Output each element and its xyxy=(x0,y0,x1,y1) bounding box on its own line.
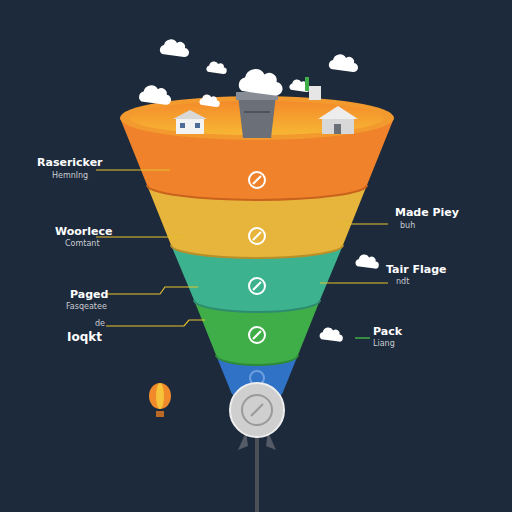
cloud-icon xyxy=(139,85,171,104)
band-icon xyxy=(249,278,265,294)
callout-label: ndt xyxy=(396,278,409,287)
band-icon xyxy=(253,232,261,240)
house-icon xyxy=(180,123,185,128)
callout-label: Liang xyxy=(373,340,395,349)
callout-label: buh xyxy=(400,222,415,231)
band-icon xyxy=(253,282,261,290)
house-icon xyxy=(176,118,204,134)
leader-line xyxy=(107,287,198,294)
leader-line xyxy=(106,320,205,326)
callout-label: Pack xyxy=(373,326,402,338)
sign-icon xyxy=(309,86,321,100)
band-edge xyxy=(216,355,298,365)
cloud-icon xyxy=(206,62,226,74)
band-icon xyxy=(253,176,261,184)
band-edge xyxy=(194,300,320,312)
band-icon xyxy=(249,327,265,343)
callout-label: Made Piey xyxy=(395,207,459,219)
cloud-icon xyxy=(239,69,283,95)
funnel-outlet xyxy=(230,383,284,437)
leader-line xyxy=(96,169,170,170)
outlet-icon xyxy=(251,404,263,416)
cloud-icon xyxy=(199,95,219,107)
callout-label: Hemnlng xyxy=(52,172,88,181)
cloud-icon xyxy=(329,54,358,72)
balloon-icon xyxy=(156,411,164,417)
cloud-icon xyxy=(160,39,189,57)
callout-label: Woorlece xyxy=(55,226,113,238)
callout-label: Rasericker xyxy=(37,157,103,169)
bin-icon xyxy=(238,95,276,138)
funnel-stem xyxy=(255,430,259,512)
band-icon xyxy=(249,172,265,188)
band-icons xyxy=(249,172,265,385)
outlet-icon xyxy=(242,395,272,425)
band-edge xyxy=(171,245,343,258)
balloon-icon xyxy=(156,383,164,409)
callout-label: Ioqkt xyxy=(67,331,102,344)
callout-label: Paged xyxy=(70,289,108,301)
leader-line xyxy=(320,282,388,283)
leader-line xyxy=(355,337,370,339)
band-icon xyxy=(253,331,261,339)
leader-line xyxy=(340,223,388,224)
tree-icon xyxy=(305,77,309,91)
balloon-icon xyxy=(149,383,171,409)
house-icon xyxy=(195,123,200,128)
band-icon xyxy=(249,228,265,244)
callout-label: Tair Flage xyxy=(386,264,447,276)
house-icon xyxy=(322,118,354,134)
callout-label: de xyxy=(95,320,105,329)
house-icon xyxy=(334,124,341,134)
leader-lines xyxy=(96,170,388,326)
bin-icon xyxy=(244,111,270,113)
callout-label: Comtant xyxy=(65,240,100,249)
house-icon xyxy=(173,110,207,119)
callout-label: Fasqeatee xyxy=(66,303,107,312)
clouds xyxy=(139,39,379,341)
cloud-icon xyxy=(356,254,379,268)
house-icon xyxy=(318,106,358,119)
cloud-icon xyxy=(320,327,343,341)
